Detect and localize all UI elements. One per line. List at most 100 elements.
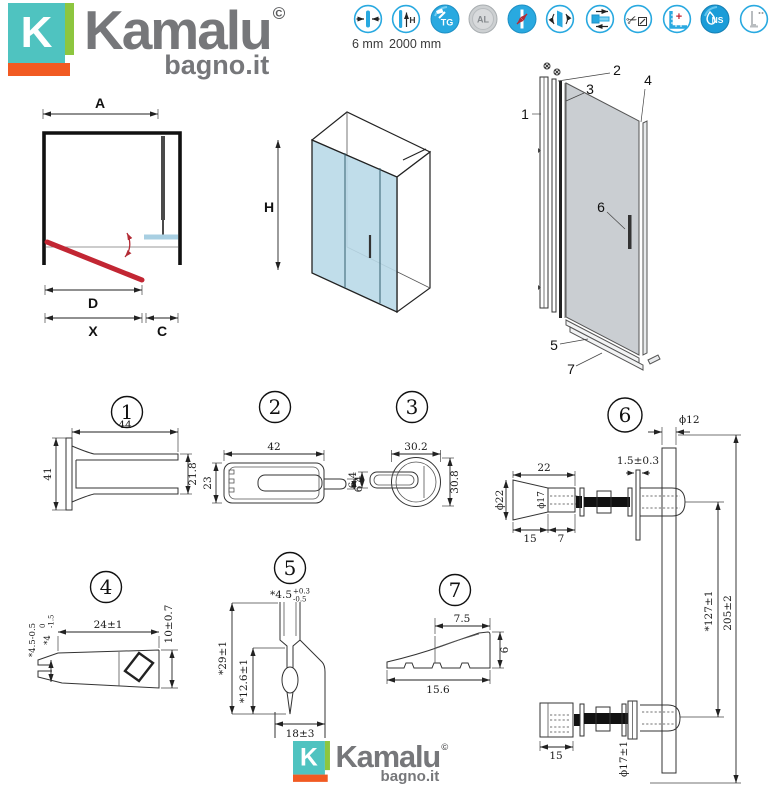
detail-2: 2 42 23 6.4 [202,390,365,504]
part-label-2: 2 [613,62,621,78]
plan-dim-d: D [88,295,98,311]
d6-cone-inner-diameter: ϕ17 [537,491,547,509]
height-icon: H [391,4,421,34]
svg-text:0: 0 [39,624,47,628]
d5-dim-top: *4.5 +0.3 -0.5 [270,588,310,604]
d6-top-screw [576,487,686,517]
detail-7-number: 7 [449,578,462,602]
d6-handle-bar [661,447,677,774]
svg-text:*4: *4 [43,635,53,645]
detail-1-number: 1 [121,400,134,424]
d1-dim-left: 41 [42,467,54,480]
d2-dim-top: 42 [267,441,280,453]
detail-1: 1 44 41 21.8 [42,395,199,511]
d6-block-width: 15 [549,750,562,762]
d4-dim-top: 24±1 [94,619,123,631]
d5-dim-bottom: 18±3 [286,728,315,740]
d2-dim-left: 23 [202,476,214,489]
brand-logo-text: Kamalu © bagno.it [84,3,285,79]
brand-subtitle: bagno.it [164,50,270,80]
footer-logo-k-letter: K [300,743,318,772]
glass-thickness-icon [353,4,383,34]
logo-k-letter: K [20,8,53,57]
d6-cone-dim-15: 15 [523,533,536,545]
logo-teal-block [8,3,65,63]
extensible-profile-icon [585,4,615,34]
d3-dim-top: 30.2 [404,441,427,453]
exploded-handle [628,215,632,249]
brand-logo-mark: K [8,3,74,77]
aluminium-icon: AL [468,4,498,34]
footer-logo-mark: K [293,741,330,782]
iso-view-diagram: H [264,111,432,314]
d7-dim-right: 6 [499,646,511,653]
ns-icon: NS [700,4,730,34]
d4-dim-left1: *4.5-0.5 [28,623,38,657]
d6-bar-diameter: ϕ12 [679,414,700,426]
part-label-7: 7 [567,361,575,377]
brand-logo: K Kamalu © bagno.it [8,3,285,79]
plan-walls [42,131,182,265]
copyright-mark: © [272,4,286,23]
d6-cone-dim-7: 7 [558,533,565,545]
d1-dim-top: 44 [118,419,132,431]
exploded-view-diagram: 1 2 3 4 5 6 7 [521,62,661,377]
svg-text:+0.3: +0.3 [293,588,310,596]
d1-dim-right: 21.8 [187,462,199,485]
footer-brand-subtitle: bagno.it [380,767,440,785]
d4-dim-left2: *4 0 -1.5 [39,615,56,645]
svg-text:*4.5: *4.5 [270,589,292,601]
d5-dim-left1: *29±1 [217,641,229,675]
d5-dim-left2: *12.6±1 [238,659,250,703]
detail-7: 7 7.5 6 15.6 [386,573,511,696]
d3-dim-left: 6.4 [347,471,359,488]
brand-name: Kamalu [84,0,273,61]
cuttable-icon: ✂ [623,4,653,34]
part-label-1: 1 [521,106,529,122]
detail-6-number: 6 [619,403,632,427]
detail-3-number: 3 [406,395,419,419]
detail-3: 3 30.2 30.8 6.4 [347,390,461,507]
exploded-edge-strip [642,120,648,356]
footer-copyright-mark: © [441,741,449,753]
d4-dim-right: 10±0.7 [163,605,175,644]
height-adjustment-icon [507,4,537,34]
part-label-5: 5 [550,337,558,353]
d3-dim-right: 30.8 [449,470,461,493]
detail-4-number: 4 [100,575,113,599]
d6-cone-diameter: ϕ22 [494,490,506,511]
d6-length-inner: *127±1 [703,591,715,632]
d6-bottom-fixing [539,700,681,740]
tg-label: TG [441,18,454,28]
footer-brand-name: Kamalu [335,738,442,774]
logo-green-block [65,3,74,55]
al-label: AL [477,15,489,25]
plan-dim-x: X [88,323,98,339]
d6-flange-diameter: ϕ17±1 [618,741,630,777]
detail-5: 5 *4.5 +0.3 -0.5 *29±1 *12.6±1 18±3 [217,551,326,740]
height-value-label: 2000 mm [389,37,442,51]
svg-text:-1.5: -1.5 [48,615,56,629]
logo-orange-block [8,63,70,76]
iso-dim-h: H [264,199,274,215]
part-label-6: 6 [597,199,605,215]
measurement-icon: + [662,4,692,34]
plan-door-swing [44,239,145,283]
glass-thickness-label: 6 mm [352,37,384,51]
part-label-3: 3 [586,81,594,97]
reversible-door-icon [545,4,575,34]
ns-label: NS [712,15,724,25]
wall-profile-icon [739,4,769,34]
plan-adjust-arrow [124,232,133,258]
height-icon-letter: H [409,15,415,25]
part-label-4: 4 [644,72,652,88]
detail-5-number: 5 [284,556,297,580]
plus-glyph: + [676,11,682,23]
d7-dim-bottom: 15.6 [426,684,450,696]
detail-6: 6 ϕ12 1.5±0.3 22 ϕ22 ϕ17 15 7 [494,397,741,784]
detail-4: 4 24±1 10±0.7 *4.5-0.5 *4 0 -1.5 [28,570,178,689]
footer-brand-logo: K Kamalu © bagno.it [293,741,448,784]
exploded-door-glass [565,82,640,356]
d6-length-outer: 205±2 [722,595,734,631]
